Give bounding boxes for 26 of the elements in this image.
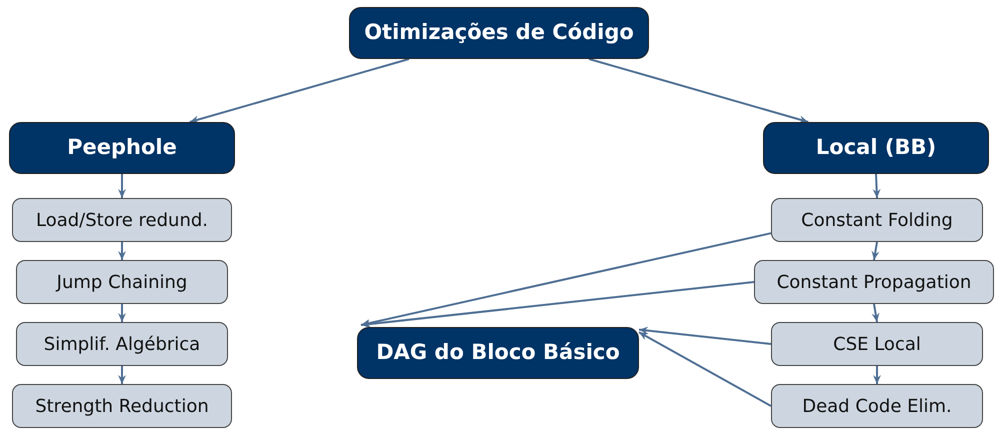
arrow: [873, 366, 881, 384]
technique-box: Constant Folding: [771, 198, 983, 242]
arrow: [360, 281, 754, 328]
arrow: [588, 58, 808, 124]
arrow: [118, 366, 126, 384]
category-box: DAG do Bloco Básico: [357, 327, 639, 379]
arrow: [118, 242, 126, 260]
arrow: [360, 232, 772, 327]
arrow: [872, 304, 880, 322]
arrow: [638, 326, 772, 345]
arrow: [872, 174, 881, 198]
technique-box: Dead Code Elim.: [771, 384, 983, 428]
arrow: [872, 242, 880, 260]
technique-box: Strength Reduction: [12, 384, 232, 428]
category-box: Otimizações de Código: [349, 7, 649, 59]
arrow: [638, 331, 772, 407]
technique-box: Constant Propagation: [754, 260, 994, 304]
category-box: Local (BB): [763, 122, 989, 174]
technique-box: Load/Store redund.: [12, 198, 232, 242]
technique-box: Simplif. Algébrica: [16, 322, 228, 366]
arrow: [118, 174, 126, 198]
technique-box: Jump Chaining: [16, 260, 228, 304]
technique-box: CSE Local: [771, 322, 983, 366]
category-box: Peephole: [9, 122, 235, 174]
arrow: [190, 58, 410, 124]
arrow: [118, 304, 126, 322]
